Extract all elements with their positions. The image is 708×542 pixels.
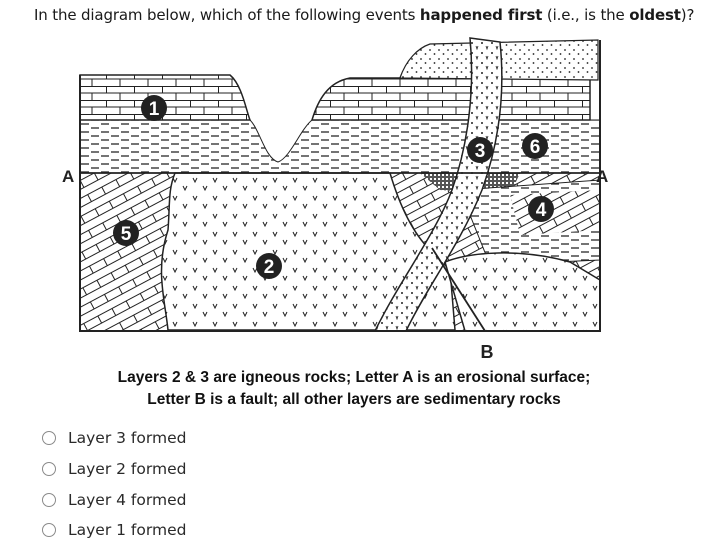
label-layer-3: 3 <box>467 137 493 163</box>
svg-text:3: 3 <box>475 141 486 162</box>
option-label: Layer 4 formed <box>68 491 187 509</box>
caption-line-1: Layers 2 & 3 are igneous rocks; Letter A… <box>117 369 591 386</box>
geologic-cross-section-diagram: 1 2 3 6 4 5 A A B <box>62 37 608 362</box>
question-emphasis-oldest: oldest <box>629 6 681 24</box>
option-layer-4[interactable]: Layer 4 formed <box>42 488 186 512</box>
svg-text:6: 6 <box>530 137 541 158</box>
radio-button[interactable] <box>42 493 56 507</box>
label-layer-6: 6 <box>522 133 548 159</box>
option-label: Layer 2 formed <box>68 460 187 478</box>
radio-button[interactable] <box>42 523 56 537</box>
label-layer-4: 4 <box>528 196 554 222</box>
label-layer-2: 2 <box>256 253 282 279</box>
option-layer-2[interactable]: Layer 2 formed <box>42 457 186 481</box>
svg-text:4: 4 <box>536 200 547 221</box>
svg-text:5: 5 <box>121 224 132 245</box>
option-label: Layer 1 formed <box>68 521 187 539</box>
label-surface-a-left: A <box>62 167 74 186</box>
svg-text:1: 1 <box>149 99 160 120</box>
option-layer-1[interactable]: Layer 1 formed <box>42 518 186 542</box>
option-label: Layer 3 formed <box>68 429 187 447</box>
svg-text:2: 2 <box>264 257 275 278</box>
label-layer-1: 1 <box>141 95 167 121</box>
radio-button[interactable] <box>42 431 56 445</box>
caption-line-2: Letter B is a fault; all other layers ar… <box>147 391 561 408</box>
question-emphasis-happened-first: happened first <box>419 6 543 24</box>
label-layer-5: 5 <box>113 220 139 246</box>
label-surface-a-right: A <box>596 167 608 186</box>
question-text: In the diagram below, which of the follo… <box>34 6 695 24</box>
label-fault-b: B <box>481 342 494 362</box>
option-layer-3[interactable]: Layer 3 formed <box>42 426 186 450</box>
radio-button[interactable] <box>42 462 56 476</box>
